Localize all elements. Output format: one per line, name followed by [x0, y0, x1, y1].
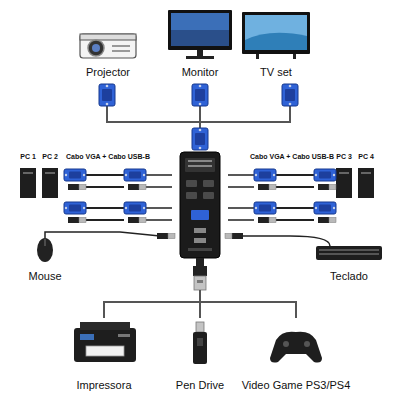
printer-icon	[74, 322, 136, 362]
device-label: Mouse	[28, 270, 61, 282]
tv-icon	[242, 12, 310, 59]
pc-towers-left	[20, 168, 58, 198]
usb-hub-cables	[104, 258, 296, 318]
monitor-icon	[168, 10, 232, 59]
controller-icon	[270, 332, 322, 363]
kvm-switch	[180, 152, 220, 258]
device-label: Projector	[86, 66, 130, 78]
display-cables	[99, 84, 298, 150]
device-label: PC 3	[336, 153, 352, 161]
pendrive-icon	[193, 322, 207, 364]
device-label: Cabo VGA + Cabo USB-B	[250, 153, 334, 161]
mouse-icon	[37, 232, 175, 262]
device-label: Monitor	[182, 66, 219, 78]
keyboard-icon	[225, 233, 382, 260]
device-label: PC 4	[358, 153, 374, 161]
device-label: Impressora	[76, 379, 131, 391]
device-label: PC 2	[42, 153, 58, 161]
device-label: Teclado	[330, 270, 368, 282]
device-label: Video Game PS3/PS4	[242, 379, 351, 391]
projector-icon	[80, 34, 136, 58]
pc-cables-right	[228, 169, 336, 223]
device-label: Cabo VGA + Cabo USB-B	[66, 153, 150, 161]
device-label: Pen Drive	[176, 379, 224, 391]
device-label: PC 1	[20, 153, 36, 161]
pc-cables-left	[64, 169, 172, 223]
device-label: TV set	[260, 66, 292, 78]
pc-towers-right	[336, 168, 374, 198]
